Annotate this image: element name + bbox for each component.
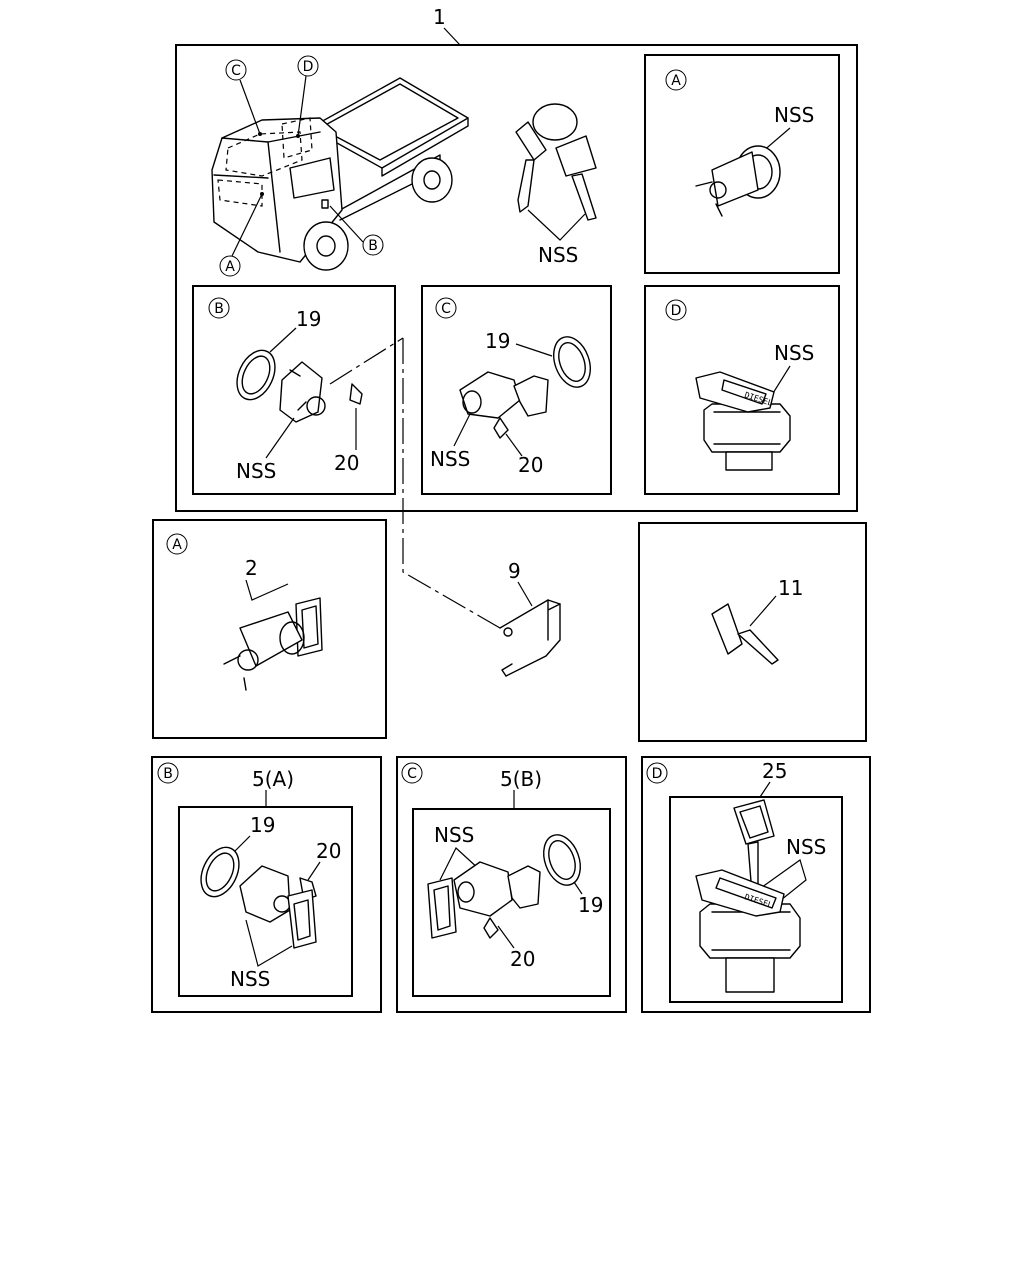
part-25-label: 25 (762, 759, 787, 783)
assembly-1: 1 C (175, 5, 858, 512)
panel-b-19: 19 (250, 813, 275, 837)
truck-callout-c: C (231, 63, 241, 79)
panel-c-part-5b: C 5(B) NSS 19 20 (396, 756, 627, 1013)
subpanel-d-top-nss: NSS (774, 341, 814, 365)
connection-line-b (329, 337, 404, 385)
truck-callout-d: D (303, 59, 314, 75)
part-9-label: 9 (508, 559, 521, 583)
subpanel-b-top-callout: B (214, 301, 224, 317)
panel-d-callout: D (652, 766, 663, 782)
subpanel-a-top: A NSS (644, 54, 840, 274)
truck-illustration: C D A B (211, 55, 469, 277)
panel-part-11: 11 (638, 522, 867, 742)
panel-b-callout: B (163, 766, 173, 782)
panel-c-20: 20 (510, 947, 535, 971)
panel-b-20: 20 (316, 839, 341, 863)
subpanel-b-top: B 19 NSS 20 (192, 285, 396, 495)
panel-d-part-25: D 25 NSS DIESEL (641, 756, 871, 1013)
connection-line-9 (402, 338, 501, 629)
truck-callout-a: A (225, 259, 235, 275)
panel-a-part-2: A 2 (152, 519, 387, 739)
subpanel-d-top-callout: D (671, 303, 682, 319)
subpanel-c-top-20: 20 (518, 453, 543, 477)
assembly-ref-leader (443, 27, 461, 46)
panel-b-nss: NSS (230, 967, 270, 991)
subpanel-c-top-callout: C (441, 301, 451, 317)
panel-c-19: 19 (578, 893, 603, 917)
keys-nss-label: NSS (538, 243, 578, 267)
panel-a-callout: A (172, 537, 182, 553)
assembly-ref-label: 1 (433, 5, 446, 29)
key-ring: NSS (515, 103, 597, 267)
truck-callout-b: B (368, 238, 378, 254)
subpanel-b-top-nss: NSS (236, 459, 276, 483)
subpanel-b-top-20: 20 (334, 451, 359, 475)
subpanel-c-top-19: 19 (485, 329, 510, 353)
part-5b-label: 5(B) (500, 767, 542, 791)
assembly-frame (175, 44, 858, 512)
subpanel-b-top-19: 19 (296, 307, 321, 331)
panel-c-callout: C (407, 766, 417, 782)
panel-b-part-5a: B 5(A) 19 20 NSS (151, 756, 382, 1013)
part-11-label: 11 (778, 576, 803, 600)
part-9-clip: 9 (499, 559, 561, 677)
panel-a-2: 2 (245, 556, 258, 580)
subpanel-d-top: D NSS DIESEL (644, 285, 840, 495)
subpanel-a-top-nss: NSS (774, 103, 814, 127)
subpanel-a-top-callout: A (671, 73, 681, 89)
subpanel-c-top-nss: NSS (430, 447, 470, 471)
part-5a-label: 5(A) (252, 767, 294, 791)
panel-c-nss: NSS (434, 823, 474, 847)
panel-d-nss: NSS (786, 835, 826, 859)
subpanel-c-top: C 19 NSS 20 (421, 285, 612, 495)
